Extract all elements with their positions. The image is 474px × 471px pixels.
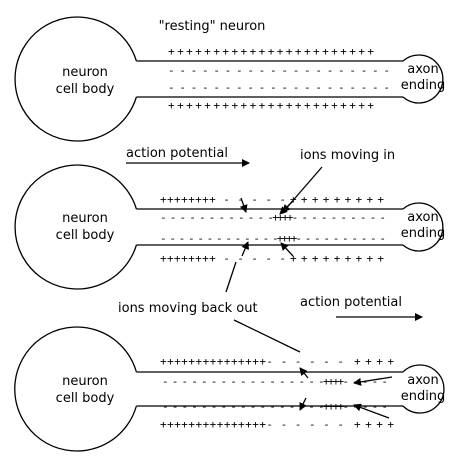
ions-moving-back-out-label: ions moving back out <box>118 301 258 316</box>
outer-charges: +++++++++++++++- - - - - - <box>160 418 344 431</box>
cell-body-label: neuron <box>62 374 108 389</box>
cell-body-outline <box>14 164 138 290</box>
resting-neuron-title: "resting" neuron <box>159 19 266 34</box>
action-potential-label: action potential <box>126 146 228 161</box>
cell-body-label: neuron <box>62 65 108 80</box>
inner-negative-charges: - - - - - - - - - - - - - - - - - - - - <box>168 64 390 77</box>
axon-ending-label: axon <box>407 62 438 77</box>
ion-arrow-in <box>241 241 249 257</box>
axon-ending-label: ending <box>401 78 446 93</box>
cell-body-label: cell body <box>56 228 115 243</box>
inner-charges: - - - - - - - - - - - - -++++- - - - - -… <box>160 232 386 245</box>
inner-charges: - - - - - - - - - - - -++++- - - - - - -… <box>160 211 386 224</box>
ion-arrow-in <box>353 376 393 386</box>
resting-neuron: "resting" neuron neuron cell body axon e… <box>14 16 446 142</box>
cell-body-outline <box>14 16 138 142</box>
outer-positive-charges: +++++++++ <box>290 193 384 206</box>
action-potential-label: action potential <box>300 295 402 310</box>
cell-body-label: cell body <box>56 82 115 97</box>
outer-charges: ++++++++ - - - - - <box>160 193 286 206</box>
cell-body-label: cell body <box>56 391 115 406</box>
cell-body-outline <box>14 326 138 452</box>
outer-charges: ++++++++ - - - - - <box>160 252 286 265</box>
callout-line <box>233 319 301 353</box>
ion-arrow-out <box>299 367 309 379</box>
axon-ending-outline <box>402 364 445 414</box>
outer-positive-charges: +++++++++++++++++++++++ <box>168 99 374 112</box>
outer-positive-charges: +++++++++ <box>290 252 384 265</box>
axon-ending-outline <box>402 202 444 252</box>
ion-arrow-in <box>280 242 294 257</box>
inner-negative-charges: - - - - - - - - - - - - - - - - - - - - <box>168 81 390 94</box>
outer-positive-charges: ++++ <box>354 355 394 368</box>
inner-charges: - - - - - - - - - - - - - - - - -++++- -… <box>162 375 388 388</box>
cell-body-label: neuron <box>62 211 108 226</box>
action-potential-diagram-later: ions moving back out action potential ne… <box>14 261 446 452</box>
axon-ending-label: axon <box>407 373 438 388</box>
axon-ending-label: ending <box>401 389 446 404</box>
outer-positive-charges: +++++++++++++++++++++++ <box>168 45 374 58</box>
outer-charges: +++++++++++++++- - - - - - <box>160 355 344 368</box>
axon-ending-outline <box>402 54 444 104</box>
inner-charges: - - - - - - - - - - - - - - - - -++++- -… <box>162 400 388 413</box>
callout-line <box>225 261 237 293</box>
outer-positive-charges: ++++ <box>354 418 394 431</box>
axon-ending-label: axon <box>407 210 438 225</box>
ion-arrow-in <box>279 200 294 215</box>
ion-arrow-out <box>299 397 307 411</box>
ions-moving-in-label: ions moving in <box>300 148 395 163</box>
axon-ending-label: ending <box>401 226 446 241</box>
action-potential-diagram: action potential ions moving in neuron c… <box>14 146 446 290</box>
ion-arrow-in <box>353 403 390 419</box>
ion-arrow-in <box>239 197 248 213</box>
